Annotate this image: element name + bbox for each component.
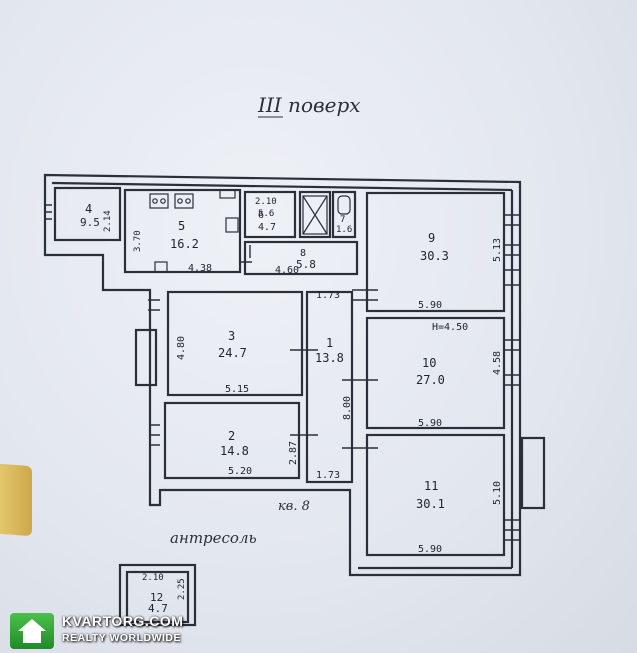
room-5-number: 5 (178, 219, 185, 233)
dim-2-14: 2.14 (103, 210, 113, 232)
room-5-area: 16.2 (170, 237, 199, 251)
room-10-number: 10 (422, 356, 436, 370)
dim-5-20: 5.20 (228, 466, 252, 477)
dim-2-10: 2.10 (255, 197, 277, 207)
dim-4-60: 4.60 (275, 265, 299, 276)
room-1-outline (305, 290, 354, 484)
room-12-outline (118, 563, 197, 627)
dim-2-25: 2.25 (177, 578, 187, 600)
dim-5-15: 5.15 (225, 384, 249, 395)
house-icon (10, 613, 54, 649)
balcony-right (520, 436, 546, 510)
dim-4-38: 4.38 (188, 263, 212, 274)
room-wc-outline (331, 190, 357, 239)
room-8-area: 5.8 (296, 258, 316, 271)
dim-5-10: 5.10 (492, 481, 503, 505)
room-4-outline (53, 186, 122, 242)
room-12-inner (125, 570, 190, 624)
room-3-number: 3 (228, 329, 235, 343)
outer-wall-inner (51, 181, 514, 570)
dim-5-90-c: 5.90 (418, 544, 442, 555)
watermark-tagline: REALTY WORLDWIDE (62, 632, 182, 644)
dim-4-80: 4.80 (176, 336, 187, 360)
dim-3-70: 3.70 (133, 230, 143, 252)
dim-5-90-a: 5.90 (418, 300, 442, 311)
room-2-outline (163, 401, 301, 480)
outer-wall (43, 173, 522, 577)
floor-title: III поверх (257, 93, 361, 117)
watermark-brand: KVARTORG.COM (62, 613, 184, 629)
room-9-area: 30.3 (420, 249, 449, 263)
dim-2-10-mezz: 2.10 (142, 573, 164, 583)
stove-icon (149, 189, 239, 273)
room-2-area: 14.8 (220, 444, 249, 458)
room-3-outline (166, 290, 304, 397)
watermark: KVARTORG.COM REALTY WORLDWIDE (10, 611, 200, 651)
doors (240, 245, 378, 449)
bathtub-icon (302, 195, 351, 235)
room-11-outline (365, 433, 506, 557)
room-9-number: 9 (428, 231, 435, 245)
room-11-area: 30.1 (416, 497, 445, 511)
balcony-left (134, 328, 158, 387)
dim-4-58: 4.58 (492, 351, 503, 375)
ceiling-height: H=4.50 (432, 322, 468, 333)
room-labels: 4 9.5 5 16.2 6 4.7 7 1.6 8 5.8 3 24.7 2 … (80, 202, 449, 615)
dim-8-00: 8.00 (342, 396, 353, 420)
room-12-number: 12 (150, 591, 163, 604)
dimension-labels: 2.10 5.6 2.14 3.70 4.38 4.60 1.73 1.73 4… (103, 197, 503, 600)
room-2-number: 2 (228, 429, 235, 443)
room-10-outline (365, 316, 506, 430)
room-1-area: 13.8 (315, 351, 344, 365)
apartment-label: кв. 8 (278, 499, 310, 514)
room-10-area: 27.0 (416, 373, 445, 387)
room-8-outline (243, 240, 359, 276)
dim-1-73-bottom: 1.73 (316, 470, 340, 481)
room-1-number: 1 (326, 336, 333, 350)
dim-1-73-top: 1.73 (316, 290, 340, 301)
room-4-area: 9.5 (80, 216, 100, 229)
room-6-number: 6 (258, 210, 264, 221)
room-11-number: 11 (424, 479, 438, 493)
room-6-area: 4.7 (258, 222, 276, 233)
room-3-area: 24.7 (218, 346, 247, 360)
room-5-outline (123, 188, 242, 274)
dim-5-13: 5.13 (492, 238, 503, 262)
room-7-area: 1.6 (336, 225, 352, 235)
room-4-number: 4 (85, 202, 92, 216)
room-8-number: 8 (300, 248, 306, 259)
room-6-outline (243, 190, 297, 239)
room-9-outline (365, 191, 506, 313)
dim-2-87: 2.87 (288, 441, 299, 465)
room-7-outline (298, 190, 332, 239)
room-12-area: 4.7 (148, 602, 168, 615)
dim-5-6: 5.6 (258, 209, 274, 219)
windows (44, 204, 520, 541)
mezzanine-label: антресоль (170, 529, 257, 547)
room-7-number: 7 (340, 215, 345, 225)
dim-5-90-b: 5.90 (418, 418, 442, 429)
